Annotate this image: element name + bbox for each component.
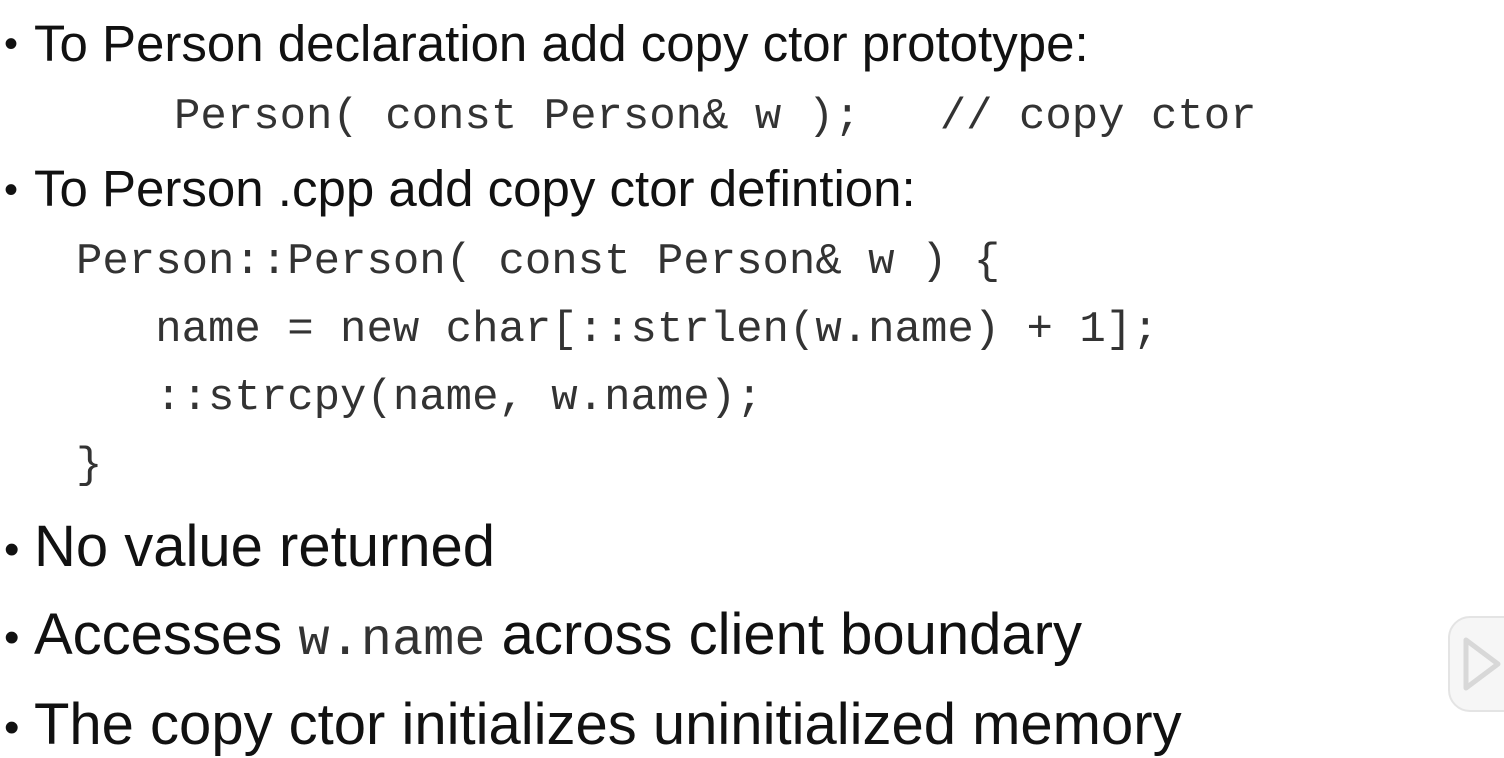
bullet-accesses-name: Accesses w.name across client boundary [34, 606, 1082, 667]
bullet-definition-heading: To Person .cpp add copy ctor defintion: [34, 160, 916, 217]
bullet-marker: • [4, 613, 20, 662]
definition-code-line-4: } [76, 441, 103, 491]
inline-code-w-name: w.name [298, 611, 486, 670]
bullet-marker: • [4, 703, 20, 752]
bullet-copy-ctor-memory: The copy ctor initializes uninitialized … [34, 692, 1182, 757]
bullet-marker: • [4, 22, 19, 66]
bullet-marker: • [4, 168, 19, 212]
bullet-marker: • [4, 525, 20, 574]
bullet-accesses-suffix: across client boundary [485, 602, 1082, 667]
bullet-accesses-prefix: Accesses [34, 602, 299, 667]
definition-code-line-3: ::strcpy(name, w.name); [76, 373, 763, 423]
play-triangle-icon [1463, 637, 1501, 691]
definition-code-line-1: Person::Person( const Person& w ) { [76, 237, 1001, 287]
bullet-no-value-returned: No value returned [34, 514, 496, 579]
prototype-code-line: Person( const Person& w ); // copy ctor [174, 92, 1257, 142]
definition-code-line-2: name = new char[::strlen(w.name) + 1]; [76, 305, 1159, 355]
video-player-icon[interactable] [1448, 616, 1504, 712]
bullet-prototype-heading: To Person declaration add copy ctor prot… [34, 15, 1089, 72]
